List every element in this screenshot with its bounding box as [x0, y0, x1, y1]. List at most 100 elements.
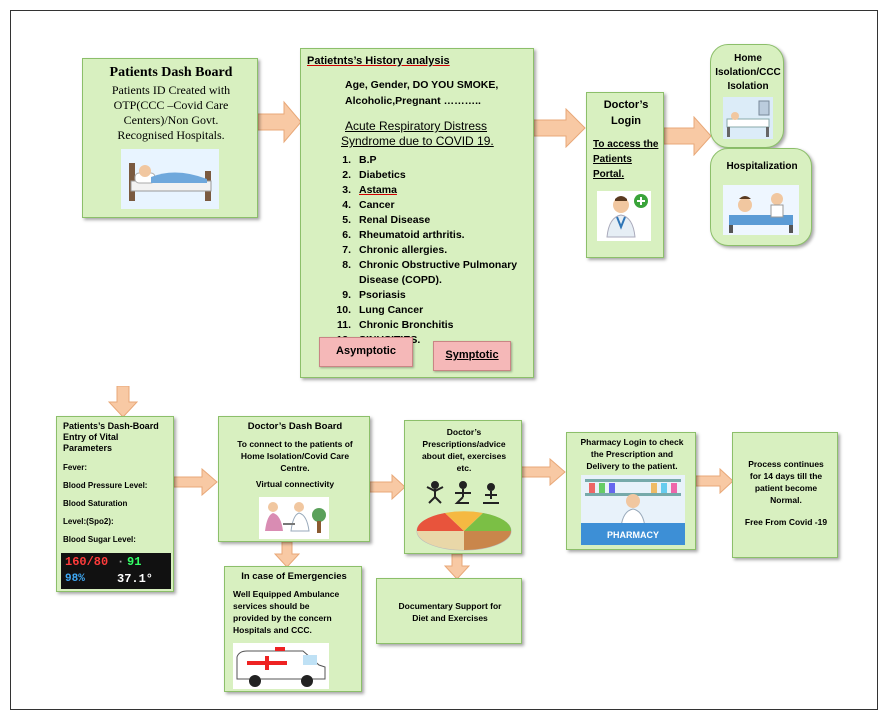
patient-in-bed-illustration: [121, 149, 219, 209]
arrow-doctor-to-prescriptions: [370, 474, 406, 500]
process-line-2: for 14 days till the: [749, 471, 823, 481]
pharmacy-line-1: Pharmacy Login to check: [580, 437, 684, 447]
hospital-room-illustration: [723, 97, 773, 139]
consultation-illustration: [259, 497, 329, 539]
dashboard-line-4: Recognised Hospitals.: [117, 128, 225, 142]
arrow-prescriptions-to-documentary: [444, 554, 470, 580]
login-text-2[interactable]: Patients: [593, 154, 632, 165]
list-item: 2.Diabetics: [342, 169, 406, 181]
history-title: Patietnts’s History analysis: [307, 55, 450, 67]
arrow-down-to-vitals: [108, 386, 138, 418]
hospital-bed-illustration: [723, 185, 799, 235]
monitor-bp: 160/80: [65, 555, 109, 569]
monitor-separator: ·: [117, 555, 125, 569]
isolation-line-1: Home: [734, 53, 762, 64]
list-item: 7.Chronic allergies.: [342, 244, 448, 256]
exercise-figures-icon: [426, 481, 499, 504]
home-isolation-box: Home Isolation/CCC Isolation: [710, 44, 784, 148]
arrow-pharmacy-to-process: [696, 468, 734, 494]
history-intro-1: Age, Gender, DO YOU SMOKE,: [345, 79, 499, 91]
hospitalization-box: Hospitalization: [710, 148, 812, 246]
vitals-entry-box: Patients’s Dash-Board Entry of Vital Par…: [56, 416, 174, 592]
blood-pressure-label: Blood Pressure Level:: [63, 481, 148, 490]
pharmacy-sign: PHARMACY: [607, 530, 659, 540]
doctor-dashboard-box: Doctor’s Dash Board To connect to the pa…: [218, 416, 370, 542]
list-item: 6.Rheumatoid arthritis.: [342, 229, 465, 241]
healthy-food-plate-illustration: [416, 511, 512, 551]
documentary-line-1: Documentary Support for: [398, 601, 502, 611]
arrow-history-to-login: [534, 108, 586, 148]
monitor-pulse: 91: [127, 555, 142, 569]
dashboard-line-2: OTP(CCC –Covid Care: [113, 98, 229, 112]
list-item: 11.Chronic Bronchitis: [336, 319, 454, 331]
emergency-line-3: provided by the concern: [233, 613, 332, 623]
patients-dashboard-box: Patients Dash Board Patients ID Created …: [82, 58, 258, 218]
list-item: 8.Chronic Obstructive Pulmonary Disease …: [342, 259, 518, 286]
history-heading-2: Syndrome due to COVID 19.: [341, 134, 494, 148]
vitals-title-2: Entry of Vital: [63, 432, 119, 442]
list-item: 3.Astama: [342, 184, 397, 196]
process-line-5: Free From Covid -19: [744, 517, 828, 527]
list-item: 10.Lung Cancer: [336, 304, 424, 316]
symptotic-button[interactable]: Symptotic: [433, 341, 511, 371]
doctor-avatar-icon: [597, 191, 651, 241]
history-analysis-box: Patietnts’s History analysis Age, Gender…: [300, 48, 534, 378]
process-line-1: Process continues: [748, 459, 824, 469]
isolation-line-2: Isolation/CCC: [715, 67, 781, 78]
arrow-dashboard-to-history: [258, 100, 302, 144]
emergency-line-1: Well Equipped Ambulance: [233, 589, 340, 599]
login-title-1: Doctor’s: [603, 99, 649, 111]
pharmacy-box: Pharmacy Login to check the Prescription…: [566, 432, 696, 550]
prescriptions-line-3: about diet, exercises: [421, 451, 507, 461]
emergency-title: In case of Emergencies: [241, 571, 347, 582]
pharmacy-counter-illustration: PHARMACY: [581, 475, 685, 545]
condition-list: 1.B.P 2.Diabetics 3.Astama 4.Cancer 5.Re…: [331, 153, 531, 348]
emergency-line-2: services should be: [233, 601, 310, 611]
login-title-2: Login: [611, 115, 641, 127]
monitor-spo2: 98%: [65, 573, 85, 585]
history-heading-1: Acute Respiratory Distress: [345, 119, 488, 133]
vitals-title-1: Patients’s Dash-Board: [63, 421, 159, 431]
monitor-temp: 37.1°: [117, 572, 154, 586]
doctor-dash-line-2: Home Isolation/Covid Care: [240, 451, 350, 461]
blood-sugar-label: Blood Sugar Level:: [63, 535, 136, 544]
isolation-line-3: Isolation: [727, 81, 769, 92]
arrow-login-to-isolation: [664, 116, 712, 156]
blood-saturation-label-2: Level:(Spo2):: [63, 517, 114, 526]
pharmacy-line-3: Delivery to the patient.: [586, 461, 678, 471]
emergency-line-4: Hospitals and CCC.: [233, 625, 312, 635]
dashboard-title: Patients Dash Board: [109, 65, 233, 80]
process-line-3: patient become: [754, 483, 818, 493]
login-text-3[interactable]: Portal.: [593, 169, 625, 180]
prescriptions-line-2: Prescriptions/advice: [422, 439, 506, 449]
hospitalization-label: Hospitalization: [726, 161, 798, 172]
arrow-vitals-to-doctor: [174, 468, 218, 496]
doctor-login-box: Doctor’s Login To access the Patients Po…: [586, 92, 664, 258]
documentary-support-box: Documentary Support for Diet and Exercis…: [376, 578, 522, 644]
process-line-4: Normal.: [770, 495, 802, 505]
prescriptions-box: Doctor’s Prescriptions/advice about diet…: [404, 420, 522, 554]
ambulance-illustration: [233, 643, 329, 689]
doctor-dash-line-1: To connect to the patients of: [237, 439, 353, 449]
fever-label: Fever:: [63, 463, 88, 472]
dashboard-line-1: Patients ID Created with: [111, 83, 231, 97]
outer-frame: [10, 10, 878, 710]
doctor-dash-line-3: Centre.: [280, 463, 310, 473]
doctor-dash-line-4: Virtual connectivity: [255, 479, 335, 489]
login-text-1[interactable]: To access the: [593, 139, 659, 150]
dashboard-line-3: Centers)/Non Govt.: [123, 113, 219, 127]
pharmacy-line-2: the Prescription and: [590, 449, 674, 459]
documentary-line-2: Diet and Exercises: [412, 613, 488, 623]
list-item: 4.Cancer: [342, 199, 395, 211]
vitals-monitor: 160/80 · 91 98% 37.1°: [61, 553, 171, 589]
list-item: 5.Renal Disease: [342, 214, 431, 226]
prescriptions-line-4: etc.: [456, 463, 472, 473]
arrow-prescriptions-to-pharmacy: [520, 458, 566, 486]
doctor-dash-title: Doctor’s Dash Board: [247, 421, 343, 432]
process-box: Process continues for 14 days till the p…: [732, 432, 838, 558]
emergency-box: In case of Emergencies Well Equipped Amb…: [224, 566, 362, 692]
asymptotic-button[interactable]: Asymptotic: [319, 337, 413, 367]
list-item: 9.Psoriasis: [342, 289, 406, 301]
list-item: 1.B.P: [342, 154, 377, 166]
blood-saturation-label-1: Blood Saturation: [63, 499, 128, 508]
